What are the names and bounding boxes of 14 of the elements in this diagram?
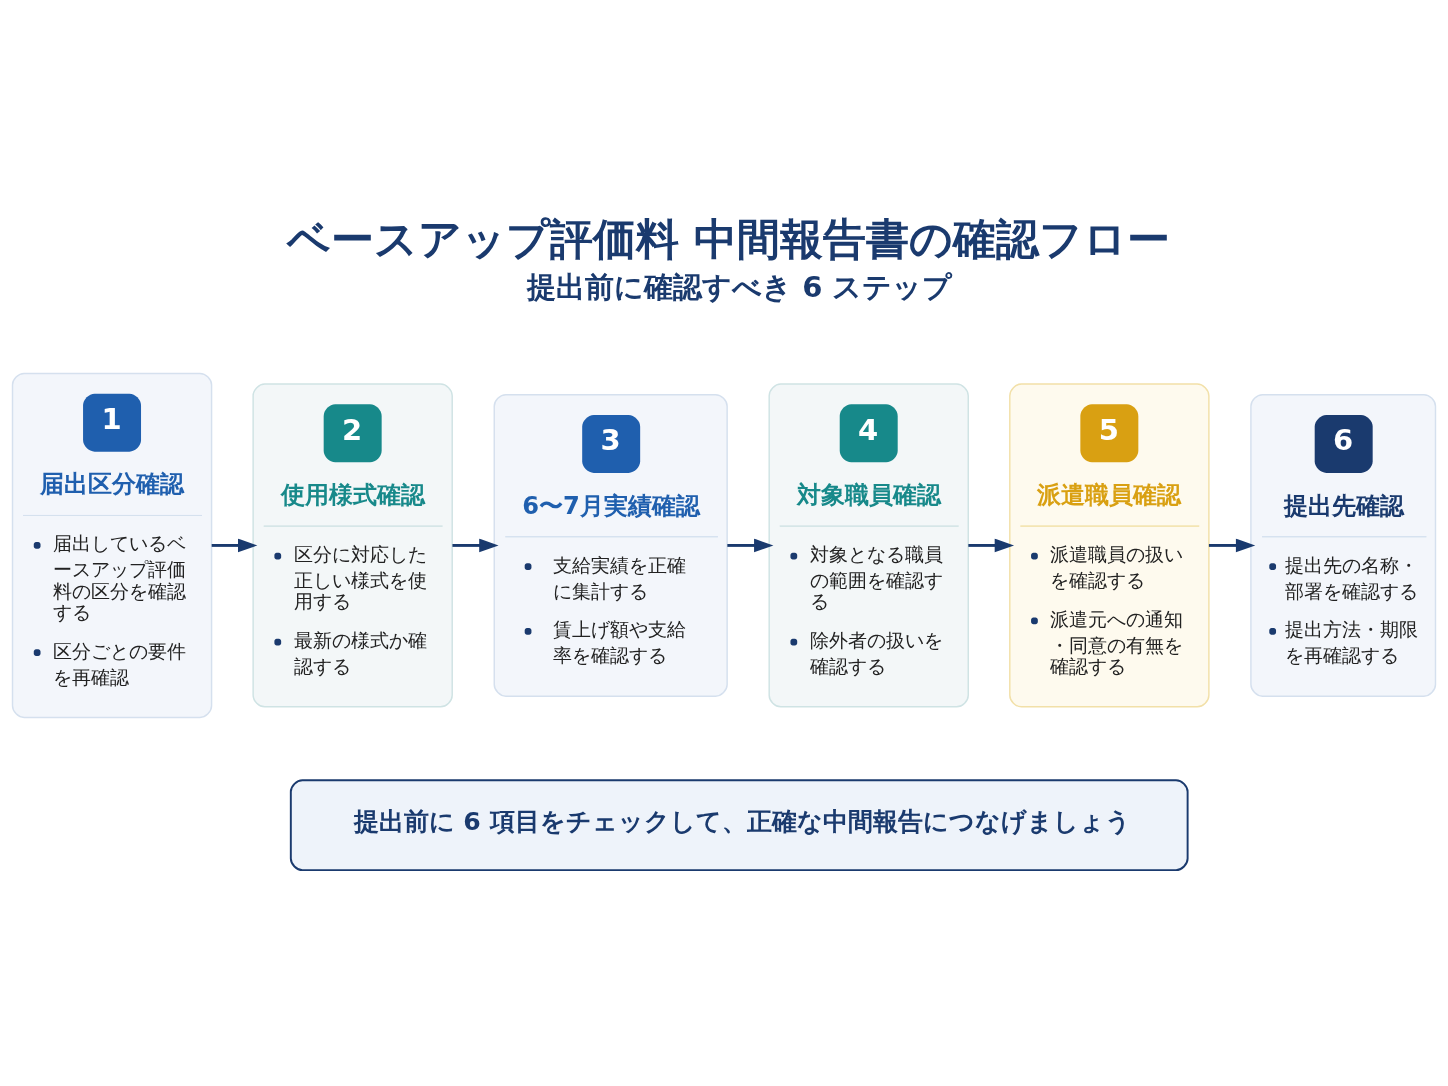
arrow [452,538,499,552]
node-box: 4 対象職員確認 対象となる職員の範囲を確認する 除外者の扱いを確認する [768,382,969,708]
node-box: 1 届出区分確認 届出しているベースアップ評価料の区分を確認する 区分ごとの要件を再確認 [11,372,213,718]
arrow [968,538,1015,552]
node-box: 6 提出先確認 提出先の名称・部署を確認する 提出方法・期限を再確認する [1250,393,1437,697]
arrow [727,538,774,552]
arrow [1208,538,1256,552]
arrow [211,538,258,552]
node-box: 提出前に 6 項目をチェックして、正確な中間報告につなげましょう [289,778,1189,871]
diagram-title: ベースアップ評価料 中間報告書の確認フロー [286,214,1170,264]
node-box: 3 6〜7月実績確認 支給実績を正確に集計する 賃上げ額や支給率を確認する [493,393,728,697]
node-box: 2 使用様式確認 区分に対応した正しい様式を使用する 最新の様式か確認する [252,382,453,708]
node-box: 5 派遣職員確認 派遣職員の扱いを確認する 派遣元への通知・同意の有無を確認する [1009,382,1210,708]
label: 提出前に確認すべき 6 ステップ [527,269,953,304]
